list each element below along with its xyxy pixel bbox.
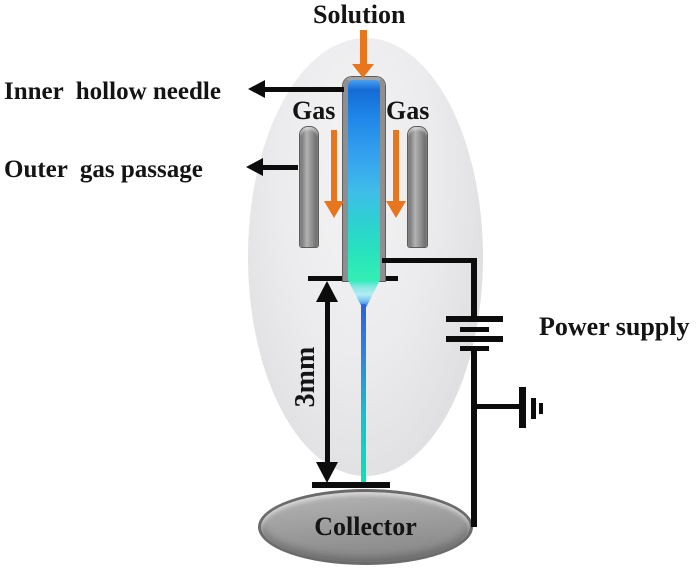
gap-distance-label: 3mm: [290, 346, 321, 408]
battery-plate-long-1-icon: [446, 316, 503, 322]
gas-flow-arrow-right-icon: [385, 130, 406, 218]
ground-bar-medium-icon: [531, 398, 536, 419]
inner-needle-label: Inner hollow needle: [4, 78, 221, 105]
gap-bottom-line: [312, 482, 390, 488]
power-supply-label: Power supply: [539, 312, 690, 341]
battery-plate-short-2-icon: [460, 346, 489, 351]
outer-gas-passage-label: Outer gas passage: [4, 156, 203, 183]
solution-flow-arrow-icon: [352, 30, 374, 78]
gas-passage-bar-right: [408, 127, 427, 247]
gas-right-label: Gas: [386, 96, 430, 125]
ground-bar-short-icon: [539, 403, 543, 414]
wire-needle-to-supply: [382, 258, 477, 263]
ground-wire: [477, 404, 522, 409]
collector-label: Collector: [314, 512, 417, 542]
gas-left-label: Gas: [292, 96, 336, 125]
inner-hollow-needle: [343, 77, 385, 281]
distance-measure-arrow-icon: [316, 281, 338, 483]
inner-needle-pointer-arrow-icon: [248, 80, 344, 98]
gas-flow-arrow-left-icon: [323, 130, 344, 218]
battery-plate-long-2-icon: [446, 336, 503, 342]
gas-passage-bar-left: [300, 127, 318, 247]
solution-label: Solution: [313, 0, 406, 29]
outer-gas-pointer-arrow-icon: [246, 158, 298, 176]
battery-plate-short-1-icon: [460, 327, 489, 332]
ground-bar-long-icon: [519, 387, 526, 428]
collector-plate: Collector: [258, 489, 473, 565]
wire-supply-upper: [471, 258, 477, 317]
liquid-jet: [361, 304, 366, 484]
wire-supply-to-collector: [471, 351, 477, 527]
